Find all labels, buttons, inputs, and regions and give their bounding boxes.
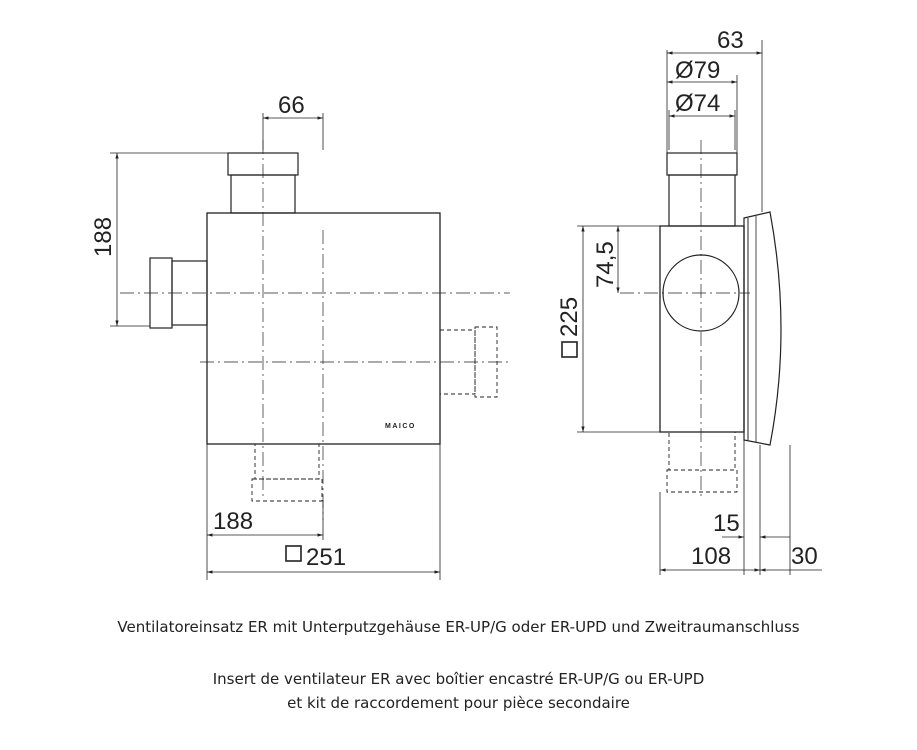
square-symbol-icon bbox=[285, 545, 302, 562]
dim-63: 63 bbox=[717, 27, 744, 54]
caption-german: Ventilatoreinsatz ER mit Unterputzgehäus… bbox=[117, 618, 800, 636]
dim-188-left: 188 bbox=[90, 217, 117, 257]
housing-side bbox=[659, 225, 745, 433]
dim-diameter-79: Ø79 bbox=[675, 57, 720, 84]
side-view bbox=[561, 40, 822, 575]
dim-188-bottom: 188 bbox=[213, 508, 253, 535]
side-top-duct bbox=[666, 152, 738, 227]
side-bottom-duct bbox=[666, 431, 738, 493]
housing-front bbox=[206, 212, 441, 445]
dim-30: 30 bbox=[791, 543, 818, 570]
dim-diameter-74: Ø74 bbox=[675, 90, 720, 117]
front-view bbox=[110, 113, 510, 580]
caption-french-line-1: Insert de ventilateur ER avec boîtier en… bbox=[212, 670, 705, 688]
dim-74-5: 74,5 bbox=[592, 241, 619, 288]
dim-251: 251 bbox=[306, 544, 346, 571]
square-symbol-icon-2 bbox=[561, 341, 578, 358]
dim-66: 66 bbox=[278, 92, 305, 119]
bottom-alt-connector bbox=[251, 443, 323, 502]
dim-108: 108 bbox=[691, 543, 731, 570]
dim-15: 15 bbox=[713, 510, 740, 537]
front-cover bbox=[743, 211, 782, 446]
caption-french-line-2: et kit de raccordement pour pièce second… bbox=[287, 694, 630, 712]
brand-label: MAICO bbox=[385, 423, 416, 430]
dim-225: 225 bbox=[556, 297, 583, 337]
